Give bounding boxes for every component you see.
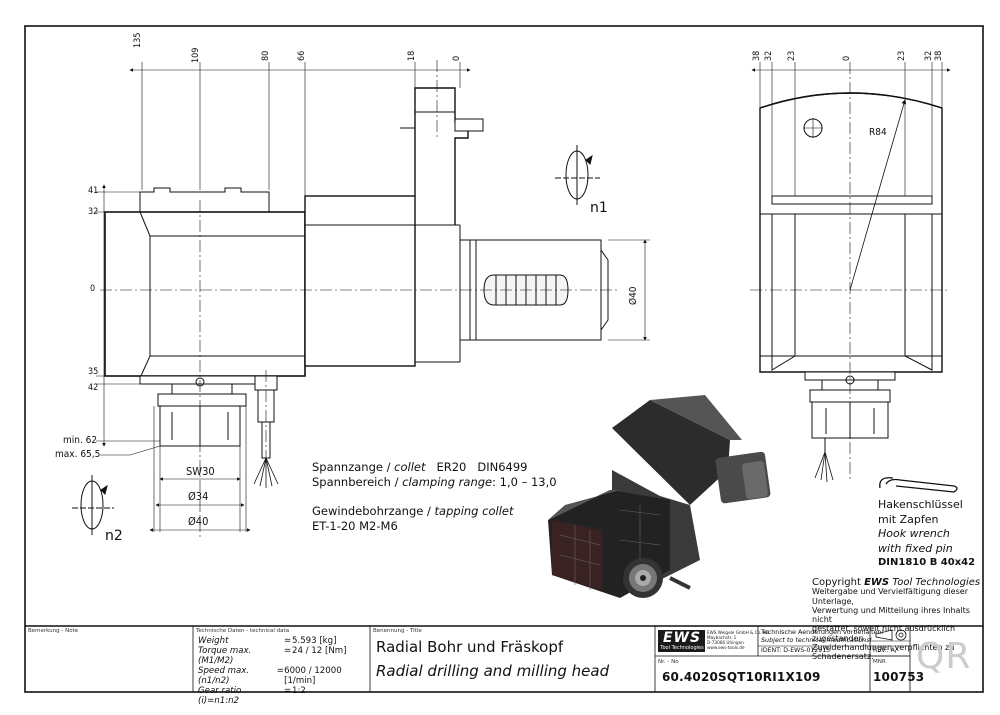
tech-row-torque: Torque max. (M1/M2)=24 / 12 [Nm]	[198, 646, 347, 666]
coolant-spray	[253, 457, 279, 488]
dim-sw30: SW30	[186, 465, 215, 478]
dim-35: 35	[88, 367, 99, 377]
dim-66: 66	[297, 50, 307, 61]
dim-min: min. 62	[63, 435, 98, 446]
qr-placeholder: QR	[916, 636, 972, 677]
copyright-note: Copyright EWS Tool Technologies Weiterga…	[812, 578, 982, 662]
left-dimension-lines	[96, 184, 650, 532]
mnr-number: 100753	[873, 670, 925, 684]
dim-d40: Ø40	[188, 515, 209, 528]
title-german: Radial Bohr und Fräskopf	[376, 638, 564, 656]
dim-r84: R84	[869, 127, 887, 138]
hook-l2: mit Zapfen	[878, 512, 939, 526]
ews-logo-box	[658, 630, 705, 652]
collet-line: Spannzange / collet ER20 DIN6499	[312, 460, 528, 474]
tech-row-gear: Gear ratio (i)=n1:n2=1:2	[198, 686, 306, 706]
hook-l5: DIN1810 B 40x42	[878, 557, 976, 568]
copyright-title: Copyright EWS Tool Technologies	[812, 577, 981, 588]
rotation-symbol-n2	[72, 475, 114, 535]
company-info: EWS Weigele GmbH & Co. KG Maybachstr. 1 …	[707, 630, 769, 650]
title-label: Benennung - Title	[373, 628, 422, 634]
top-dimension-lines	[129, 62, 471, 196]
part-number: 60.4020SQT10RI1X109	[662, 670, 821, 684]
dim-135: 135	[133, 32, 143, 48]
rotation-label-n1: n1	[590, 200, 608, 216]
product-3d-render	[548, 395, 771, 598]
copyright-l2: Verwertung und Mitteilung ihres Inhalts …	[812, 605, 970, 625]
dim-right-38b: 38	[934, 50, 944, 61]
rotation-symbol-n1	[555, 145, 600, 205]
dim-0-left: 0	[90, 284, 96, 294]
dim-d40-shaft: Ø40	[628, 286, 639, 305]
hook-l3: Hook wrench	[878, 527, 950, 540]
front-dimension-lines	[751, 62, 951, 196]
dim-max: max. 65,5	[55, 449, 101, 460]
tapping-collet-size: ET-1-20 M2-M6	[312, 519, 398, 533]
dim-18: 18	[407, 50, 417, 61]
ident-field: IDENT: D-EWS-012913	[761, 647, 831, 654]
tech-data-label: Technische Daten - technical data	[196, 628, 290, 634]
dim-d34: Ø34	[188, 490, 209, 503]
dim-right-0: 0	[842, 55, 852, 61]
hook-wrench-note: Hakenschlüssel mit Zapfen Hook wrench wi…	[878, 498, 978, 571]
dim-109: 109	[191, 47, 201, 63]
copyright-l1: Weitergabe und Vervielfältigung dieser U…	[812, 587, 968, 606]
dim-42: 42	[88, 383, 99, 393]
title-english: Radial drilling and milling head	[376, 662, 610, 680]
changes-note: Technische Aenderungen vorbehalten! Subj…	[761, 628, 885, 644]
rev-field: REV.: A/-	[873, 647, 900, 654]
front-view	[750, 62, 950, 483]
dim-right-32a: 32	[764, 50, 774, 61]
tech-row-speed: Speed max. (n1/n2)=6000 / 12000 [1/min]	[198, 666, 342, 686]
copyright-l4: Zuwiderhandlungen verpflichten zu Schade…	[812, 643, 955, 662]
hook-l1: Hakenschlüssel	[878, 498, 963, 511]
dim-41: 41	[88, 186, 99, 196]
copyright-l3: gestattet, soweit nicht ausdrücklich zug…	[812, 624, 956, 643]
side-view	[100, 60, 620, 540]
dim-right-23b: 23	[897, 50, 907, 61]
dim-right-23a: 23	[787, 50, 797, 61]
tech-row-weight: Weight=5.593 [kg]	[198, 636, 337, 646]
mnr-label: MNR	[873, 659, 886, 665]
tapping-collet-line: Gewindebohrzange / tapping collet	[312, 504, 514, 518]
hook-wrench-icon	[879, 477, 958, 493]
dim-80: 80	[261, 50, 271, 61]
ews-logo: EWS Tool Technologies	[660, 630, 704, 651]
sheet-border	[24, 25, 984, 693]
note-label: Bemerkung - Note	[28, 628, 79, 634]
rotation-label-n2: n2	[105, 528, 123, 544]
clamping-range-line: Spannbereich / clamping range: 1,0 – 13,…	[312, 475, 557, 489]
nr-label: Nr. - No	[658, 659, 679, 665]
hook-l4: with fixed pin	[878, 541, 953, 555]
collet-spec: Spannzange / collet ER20 DIN6499 Spannbe…	[312, 460, 572, 534]
dim-32: 32	[88, 207, 99, 217]
title-block-frame	[25, 625, 983, 692]
tech-data-table: Weight=5.593 [kg] Torque max. (M1/M2)=24…	[198, 636, 368, 706]
dim-0-top: 0	[452, 55, 462, 61]
dim-right-32b: 32	[924, 50, 934, 61]
dim-right-38a: 38	[752, 50, 762, 61]
